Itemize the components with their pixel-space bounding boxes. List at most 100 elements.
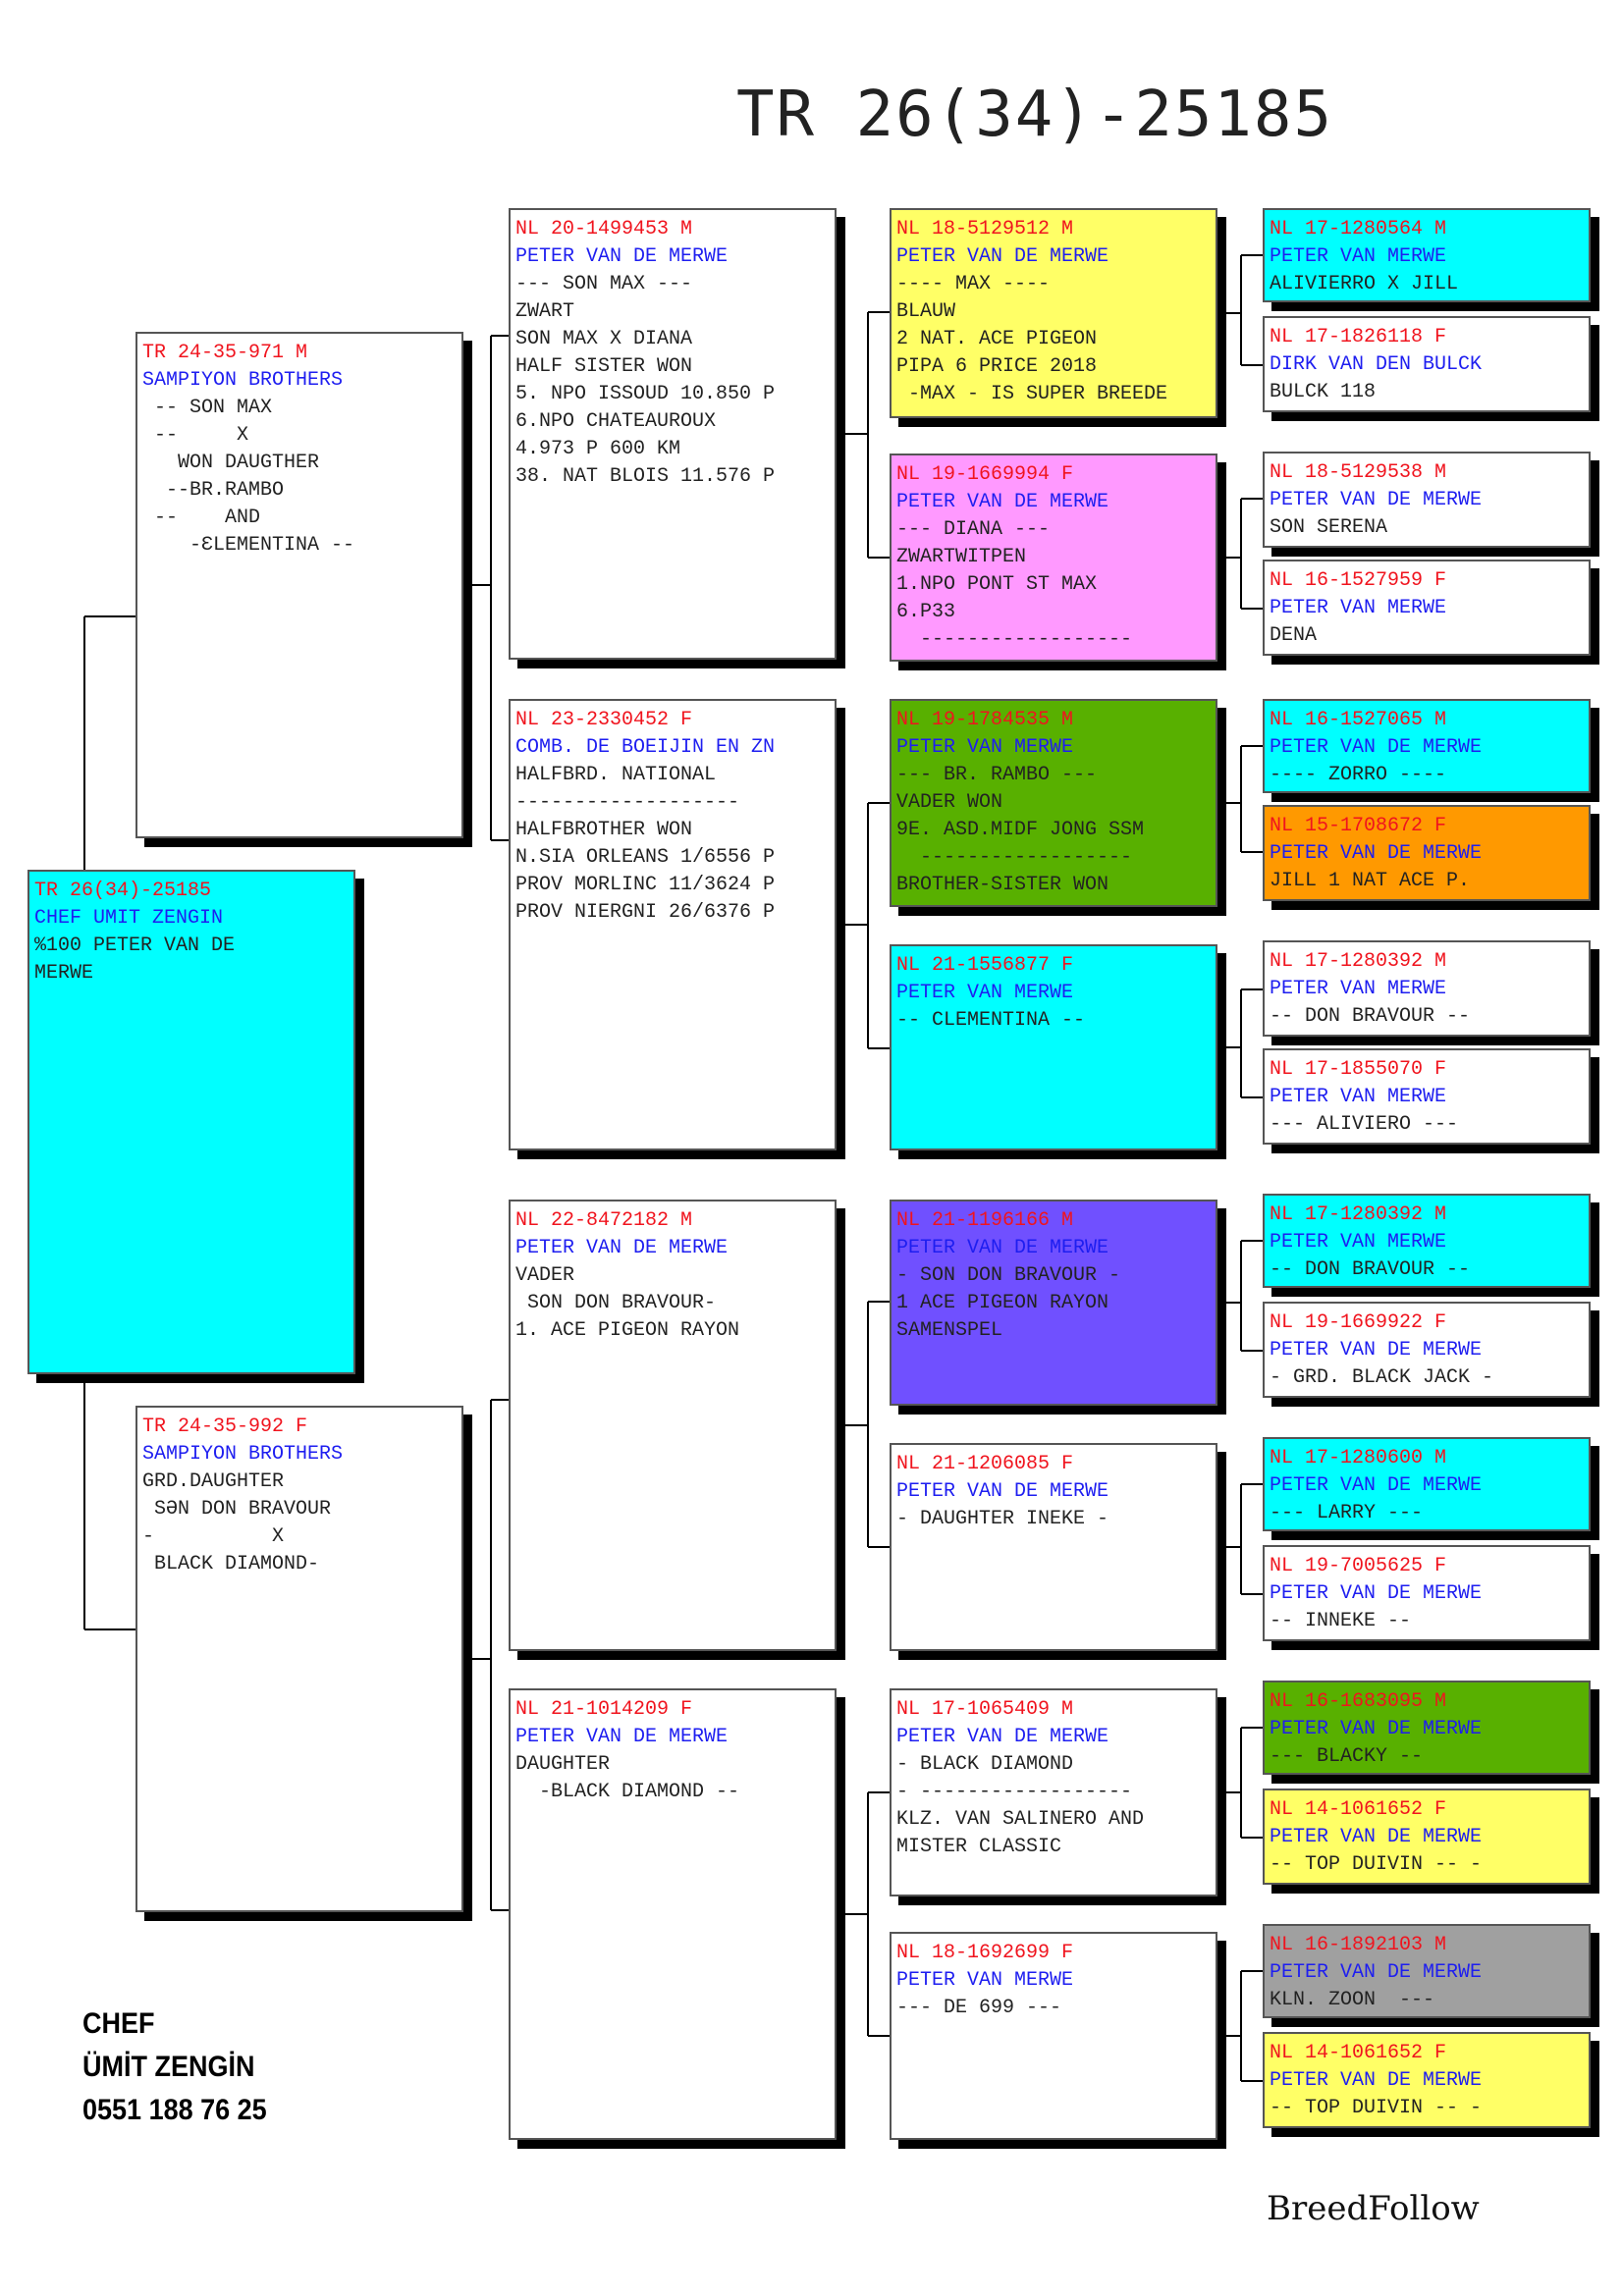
bird-card-ddds: NL 16-1892103 M PETER VAN DE MERWE KLN. ZO…	[1263, 1924, 1591, 2018]
ring-number: NL 21-1206085 F	[896, 1453, 1074, 1475]
breeder-name: PETER VAN DE MERWE	[1270, 1826, 1483, 1848]
note-line: - DAUGHTER INEKE -	[896, 1508, 1109, 1530]
ring-number: NL 15-1708672 F	[1270, 815, 1447, 837]
note-line: -BLACK DIAMOND --	[515, 1781, 740, 1803]
breeder-name: PETER VAN DE MERWE	[1270, 1718, 1483, 1740]
note-line: 1. ACE PIGEON RAYON	[515, 1319, 740, 1342]
ring-number: NL 14-1061652 F	[1270, 2042, 1447, 2064]
ring-number: NL 17-1280600 M	[1270, 1447, 1447, 1469]
breeder-name: PETER VAN DE MERWE	[1270, 1961, 1483, 1984]
breeder-name: CHEF UMIT ZENGIN	[34, 907, 224, 930]
ring-number: NL 18-5129538 M	[1270, 461, 1447, 484]
note-line: PIPA 6 PRICE 2018	[896, 355, 1098, 378]
note-line: BLAUW	[896, 300, 956, 323]
ring-number: NL 16-1527065 M	[1270, 709, 1447, 731]
ring-number: NL 23-2330452 F	[515, 709, 693, 731]
note-line: DENA	[1270, 624, 1318, 647]
note-line: --- BLACKY --	[1270, 1745, 1424, 1768]
ring-number: NL 21-1556877 F	[896, 954, 1074, 977]
note-line: ZWART	[515, 300, 575, 323]
note-line: - X	[142, 1525, 285, 1548]
note-line: -MAX - IS SUPER BREEDE	[896, 383, 1168, 405]
note-line: ZWARTWITPEN	[896, 546, 1027, 568]
ring-number: NL 17-1280564 M	[1270, 218, 1447, 240]
contact-title: CHEF	[82, 2007, 155, 2040]
ring-number: NL 18-1692699 F	[896, 1942, 1074, 1964]
breeder-name: PETER VAN DE MERWE	[1270, 1474, 1483, 1497]
breeder-name: PETER VAN MERWE	[896, 982, 1074, 1004]
note-line: - GRD. BLACK JACK -	[1270, 1366, 1494, 1389]
note-line: N.SIA ORLEANS 1/6556 P	[515, 846, 776, 869]
note-line: MERWE	[34, 962, 94, 985]
note-line: --BR.RAMBO	[142, 479, 285, 502]
note-line: -- AND	[142, 507, 261, 529]
breeder-name: COMB. DE BOEIJIN EN ZN	[515, 736, 776, 759]
contact-block: CHEF ÜMİT ZENGİN 0551 188 76 25	[82, 2002, 267, 2132]
note-line: -- TOP DUIVIN -- -	[1270, 2097, 1483, 2119]
note-line: 38. NAT BLOIS 11.576 P	[515, 465, 776, 488]
note-line: PROV NIERGNI 26/6376 P	[515, 901, 776, 924]
note-line: -- DON BRAVOUR --	[1270, 1005, 1471, 1028]
note-line: DAUGHTER	[515, 1753, 611, 1776]
breeder-name: PETER VAN DE MERWE	[1270, 2069, 1483, 2092]
breeder-name: SAMPIYON BROTHERS	[142, 1443, 344, 1466]
note-line: ALIVIERRO X JILL	[1270, 273, 1459, 295]
breeder-name: PETER VAN MERWE	[1270, 597, 1447, 619]
ring-number: NL 16-1527959 F	[1270, 569, 1447, 592]
note-line: 9E. ASD.MIDF JONG SSM	[896, 819, 1145, 841]
ring-number: NL 18-5129512 M	[896, 218, 1074, 240]
contact-name: ÜMİT ZENGİN	[82, 2051, 255, 2083]
ring-number: TR 24-35-971 M	[142, 342, 308, 364]
note-line: -- X	[142, 424, 249, 447]
note-line: ---- MAX ----	[896, 273, 1051, 295]
breeder-name: PETER VAN DE MERWE	[896, 1237, 1109, 1259]
note-line: --- DE 699 ---	[896, 1997, 1062, 2019]
note-line: -- DON BRAVOUR --	[1270, 1258, 1471, 1281]
breeder-name: PETER VAN DE MERWE	[1270, 736, 1483, 759]
note-line: - ------------------	[896, 1781, 1133, 1803]
bird-card-dddd: NL 14-1061652 F PETER VAN DE MERWE -- TOP …	[1263, 2032, 1591, 2128]
note-line: WON DAUGTHER	[142, 452, 320, 474]
note-line: --- SON MAX ---	[515, 273, 693, 295]
breeder-name: PETER VAN DE MERWE	[896, 491, 1109, 513]
note-line: 4.973 P 600 KM	[515, 438, 681, 460]
ring-number: NL 16-1892103 M	[1270, 1934, 1447, 1956]
note-line: KLZ. VAN SALINERO AND	[896, 1808, 1145, 1831]
note-line: GRD.DAUGHTER	[142, 1470, 285, 1493]
note-line: 1.NPO PONT ST MAX	[896, 573, 1098, 596]
note-line: - BLACK DIAMOND	[896, 1753, 1074, 1776]
note-line: PROV MORLINC 11/3624 P	[515, 874, 776, 896]
brand-logo-text: BreedFollow	[1267, 2189, 1480, 2228]
note-line: 1 ACE PIGEON RAYON	[896, 1292, 1109, 1314]
breeder-name: PETER VAN DE MERWE	[1270, 489, 1483, 511]
note-line: -- TOP DUIVIN -- -	[1270, 1853, 1483, 1876]
breeder-name: DIRK VAN DEN BULCK	[1270, 353, 1483, 376]
note-line: HALFBROTHER WON	[515, 819, 693, 841]
ring-number: NL 17-1280392 M	[1270, 1203, 1447, 1226]
note-line: SAMENSPEL	[896, 1319, 1003, 1342]
ring-number: TR 26(34)-25185	[34, 880, 212, 902]
note-line: ---- ZORRO ----	[1270, 764, 1447, 786]
note-line: ------------------	[896, 846, 1133, 869]
ring-number: NL 19-1669922 F	[1270, 1311, 1447, 1334]
note-line: HALF SISTER WON	[515, 355, 693, 378]
note-line: --- DIANA ---	[896, 518, 1051, 541]
ring-number: NL 17-1855070 F	[1270, 1058, 1447, 1081]
note-line: KLN. ZOON ---	[1270, 1989, 1435, 2011]
note-line: -------------------	[515, 791, 740, 814]
note-line: BULCK 118	[1270, 381, 1377, 403]
